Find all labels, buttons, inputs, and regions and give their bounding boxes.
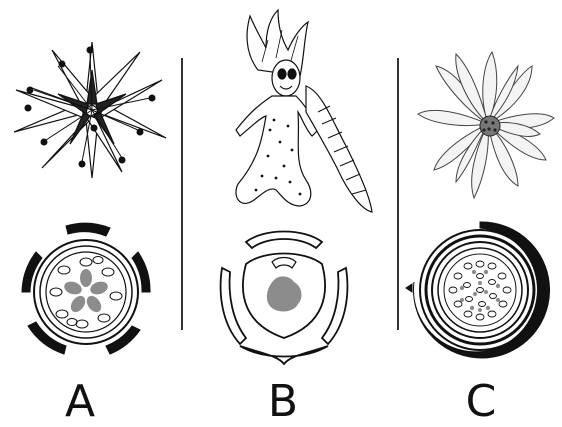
panel-label-b: B xyxy=(243,378,323,426)
floral-diagram-trimerous-icon xyxy=(221,232,348,365)
orchid-flower-drawing-icon xyxy=(236,10,372,212)
floral-diagram-pentamerous-icon xyxy=(22,223,150,354)
panel-label-c: C xyxy=(441,378,521,426)
floral-diagram-spiral-icon xyxy=(406,222,550,358)
star-flower-drawing-icon xyxy=(14,42,166,178)
panel-label-a: A xyxy=(40,378,120,426)
many-petal-flower-drawing-icon xyxy=(418,52,554,198)
